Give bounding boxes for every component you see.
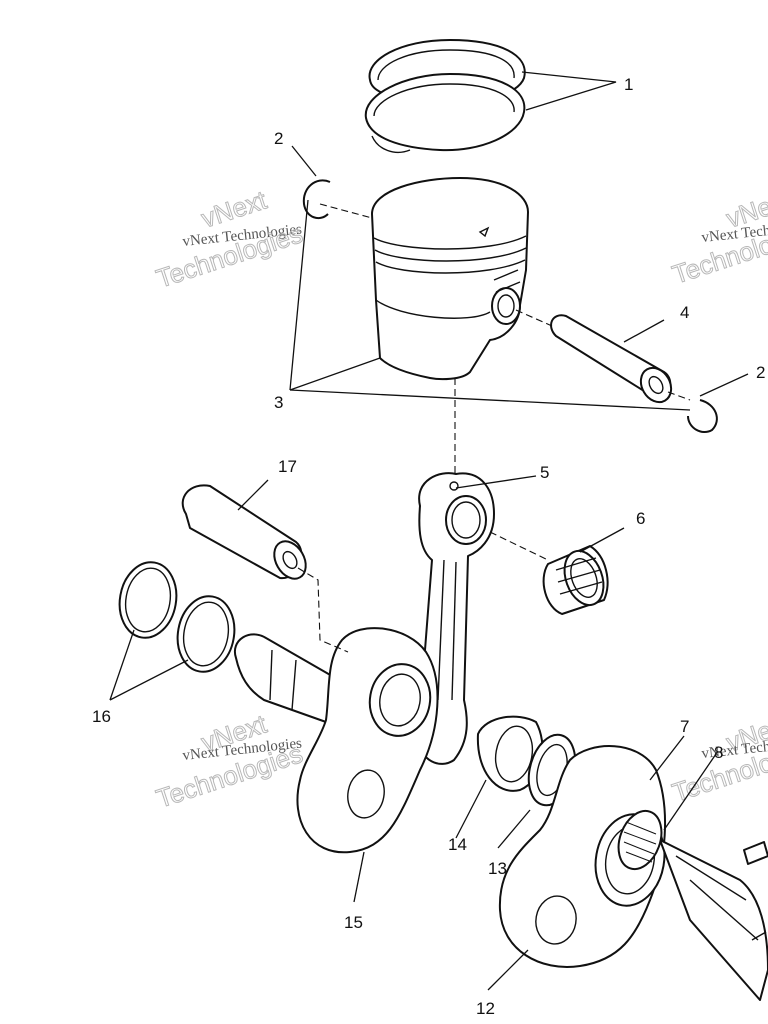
- needle-bearing-small-end: [542, 545, 609, 615]
- callout-2: 2: [274, 129, 283, 148]
- circlip-right: [687, 399, 718, 434]
- callout-17: 17: [278, 457, 297, 476]
- assembly-centerlines: [297, 203, 691, 653]
- callout-5: 5: [540, 463, 549, 482]
- watermark-right-top: vNext vNext Technologies Technologies: [668, 184, 768, 290]
- callout-7: 7: [680, 717, 689, 736]
- callout-16: 16: [92, 707, 111, 726]
- piston-rings: [364, 39, 526, 154]
- circlip-left: [302, 179, 331, 220]
- main-bearing-seal: [617, 809, 663, 871]
- callout-6: 6: [636, 509, 645, 528]
- callout-8: 8: [714, 743, 723, 762]
- big-end-bearing: [476, 715, 544, 792]
- crank-pin: [181, 484, 307, 580]
- callout-labels: 1 2 2 3 4 5 6 7 8 12 13 14 15 16 17: [92, 75, 765, 1018]
- callout-14: 14: [448, 835, 467, 854]
- callout-2: 2: [756, 363, 765, 382]
- watermark-left-bottom: vNext vNext Technologies Technologies: [152, 708, 307, 814]
- callout-13: 13: [488, 859, 507, 878]
- watermark-left-top: vNext vNext Technologies Technologies: [152, 184, 307, 294]
- leader-lines: [109, 71, 749, 991]
- callout-1: 1: [624, 75, 633, 94]
- piston: [371, 177, 529, 381]
- callout-12: 12: [476, 999, 495, 1018]
- thrust-washers: [118, 561, 236, 673]
- crankshaft-left-half: [233, 627, 439, 854]
- callout-3: 3: [274, 393, 283, 412]
- wrist-pin: [550, 314, 673, 404]
- callout-4: 4: [680, 303, 689, 322]
- callout-15: 15: [344, 913, 363, 932]
